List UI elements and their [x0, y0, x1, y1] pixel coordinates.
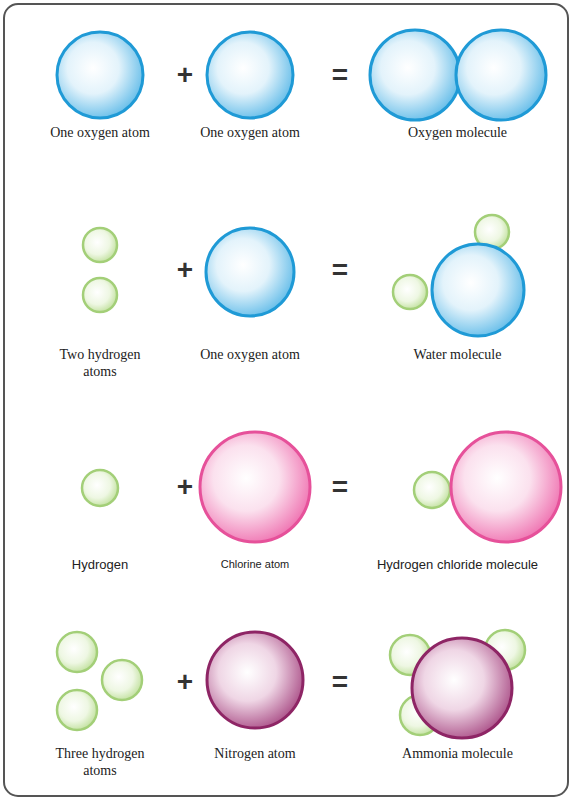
atom-illustration	[350, 425, 565, 556]
atom-caption: Hydrogen chloride molecule	[350, 556, 565, 573]
atom-circle	[393, 275, 427, 309]
atom-circle	[57, 632, 97, 672]
atom-caption: Two hydrogen atoms	[45, 346, 155, 380]
atom-group: Two hydrogen atoms	[30, 220, 170, 384]
atom-circle	[200, 432, 310, 542]
atom-circle	[82, 470, 118, 506]
atom-group: One oxygen atom	[180, 220, 320, 367]
atom-illustration	[30, 625, 170, 745]
operator-sign: =	[332, 61, 348, 89]
atom-circle	[83, 278, 117, 312]
operator-sign: +	[177, 473, 193, 501]
atom-circle	[414, 472, 450, 508]
atom-illustration	[180, 425, 330, 556]
atom-illustration	[30, 220, 170, 346]
atom-circle	[412, 638, 512, 738]
atom-group: One oxygen atom	[30, 25, 170, 145]
atom-caption: Three hydrogen atoms	[40, 745, 160, 779]
atom-group: Hydrogen	[30, 460, 170, 577]
atom-circle	[206, 228, 294, 316]
operator-sign: +	[177, 61, 193, 89]
atom-illustration	[350, 25, 565, 124]
operator-sign: =	[332, 668, 348, 696]
atom-illustration	[30, 460, 170, 556]
atom-illustration	[350, 205, 565, 346]
atom-caption: Oxygen molecule	[350, 124, 565, 141]
atom-circle	[83, 228, 117, 262]
atom-caption: One oxygen atom	[180, 124, 320, 141]
atom-circle	[207, 32, 293, 118]
atom-group: Hydrogen chloride molecule	[350, 425, 565, 577]
atom-circle	[456, 30, 546, 120]
atom-circle	[102, 660, 142, 700]
atom-group: Chlorine atom	[180, 425, 330, 577]
operator-sign: +	[177, 256, 193, 284]
atom-circle	[57, 690, 97, 730]
atom-group: Oxygen molecule	[350, 25, 565, 145]
atom-circle	[207, 632, 303, 728]
atom-caption: Chlorine atom	[180, 556, 330, 573]
atom-illustration	[350, 620, 565, 745]
atom-illustration	[180, 220, 320, 346]
atom-circle	[432, 244, 524, 336]
operator-sign: =	[332, 256, 348, 284]
atom-circle	[370, 30, 460, 120]
atom-group: One oxygen atom	[180, 25, 320, 145]
atom-group: Nitrogen atom	[180, 625, 330, 766]
atom-circle	[451, 432, 561, 542]
atom-illustration	[180, 625, 330, 745]
atom-group: Water molecule	[350, 205, 565, 367]
atom-caption: One oxygen atom	[180, 346, 320, 363]
atom-circle	[57, 32, 143, 118]
atom-caption: Hydrogen	[30, 556, 170, 573]
atom-group: Ammonia molecule	[350, 620, 565, 766]
operator-sign: +	[177, 668, 193, 696]
atom-illustration	[30, 25, 170, 124]
atom-caption: Nitrogen atom	[180, 745, 330, 762]
atom-illustration	[180, 25, 320, 124]
atom-caption: One oxygen atom	[30, 124, 170, 141]
operator-sign: =	[332, 473, 348, 501]
atom-caption: Water molecule	[350, 346, 565, 363]
atom-caption: Ammonia molecule	[350, 745, 565, 762]
atom-group: Three hydrogen atoms	[30, 625, 170, 783]
